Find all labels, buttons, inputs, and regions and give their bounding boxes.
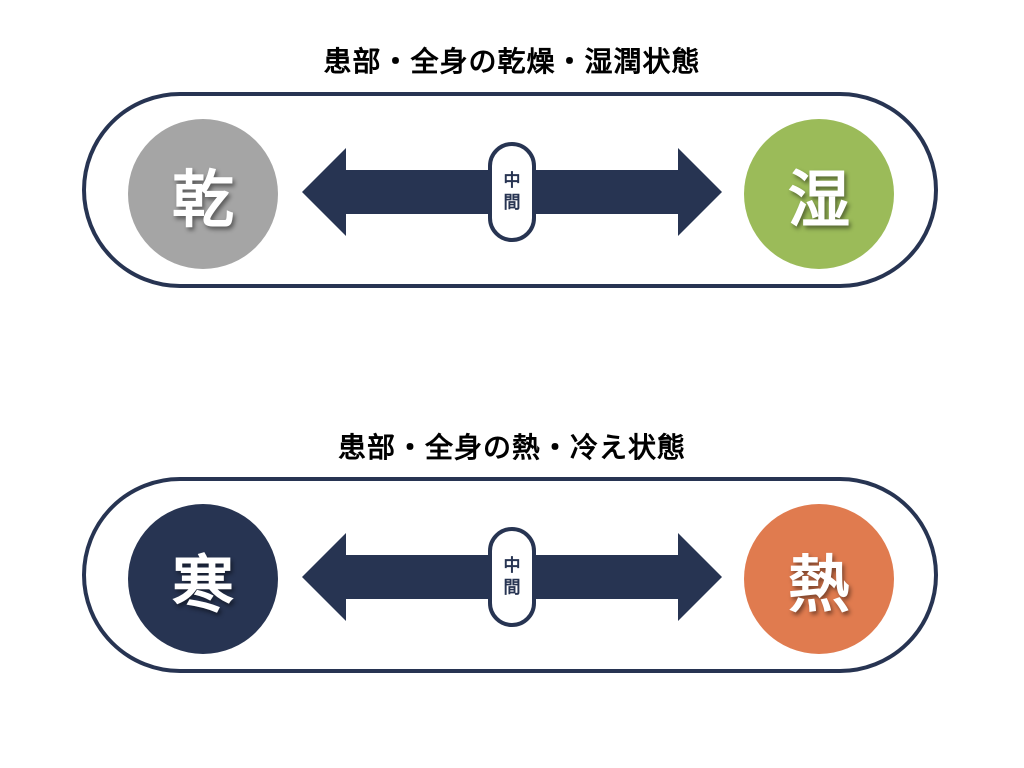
diagram-capsule-heat-cold: 寒 中 間 熱: [82, 477, 938, 673]
heat-circle: 熱: [744, 504, 894, 654]
dry-circle: 乾: [128, 119, 278, 269]
middle-pill: 中 間: [488, 142, 536, 242]
diagram-title-dryness-moisture: 患部・全身の乾燥・湿潤状態: [323, 45, 701, 78]
middle-char-2: 間: [503, 193, 521, 213]
diagram-capsule-dryness-moisture: 乾 中 間 湿: [82, 92, 938, 288]
diagram-title-heat-cold: 患部・全身の熱・冷え状態: [337, 431, 686, 464]
cold-circle: 寒: [128, 504, 278, 654]
middle-char-2: 間: [503, 578, 521, 598]
middle-char-1: 中: [503, 556, 521, 576]
middle-char-1: 中: [503, 171, 521, 191]
middle-pill: 中 間: [488, 527, 536, 627]
moist-circle: 湿: [744, 119, 894, 269]
